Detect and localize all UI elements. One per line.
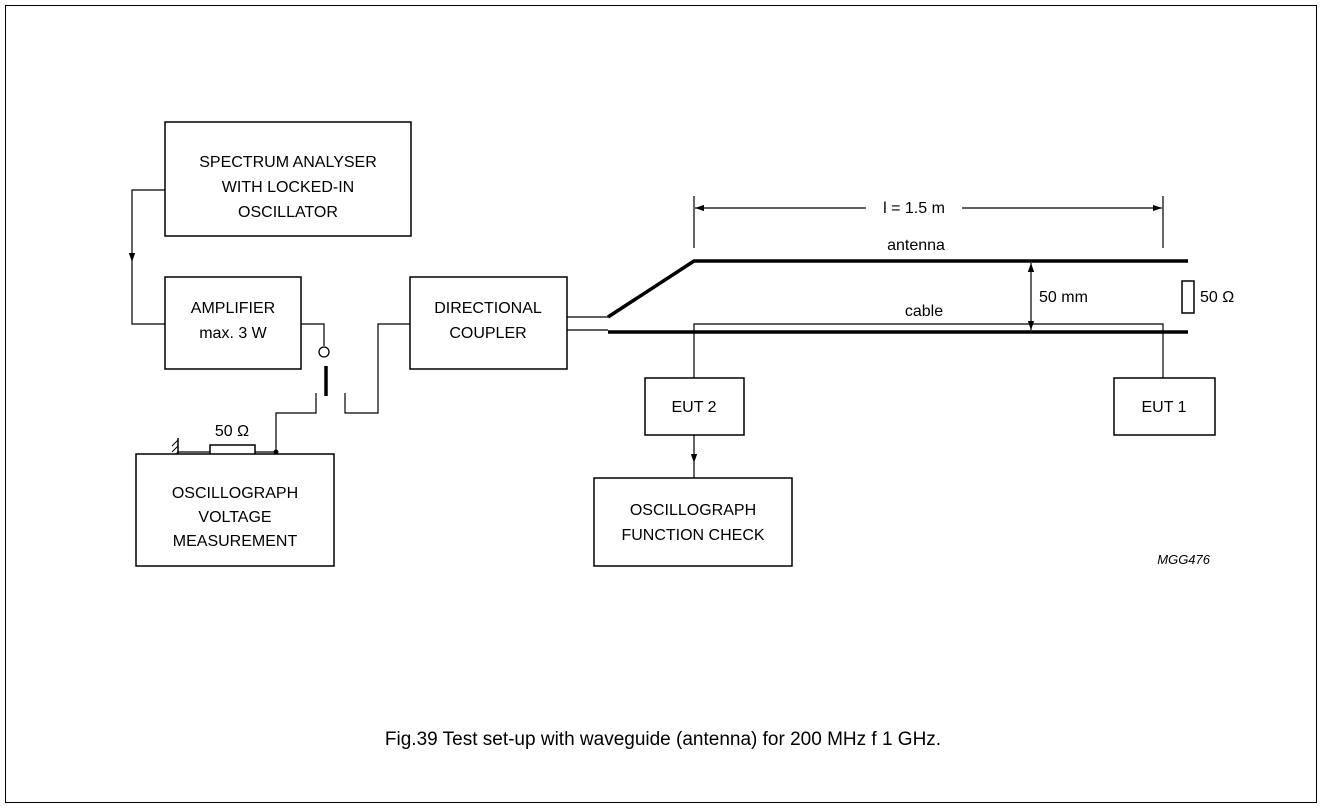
eut-2-box — [644, 377, 745, 436]
termination-label: 50 Ω — [1200, 289, 1234, 306]
amplifier-box — [164, 276, 302, 370]
figure-frame — [5, 5, 1317, 803]
spectrum-analyser-label-2: WITH LOCKED-IN — [222, 179, 354, 196]
amplifier-label-1: AMPLIFIER — [191, 300, 275, 317]
figure-caption: Fig.39 Test set-up with waveguide (anten… — [385, 729, 941, 750]
switch-to-scope-wire — [275, 393, 317, 454]
eut-1-label: EUT 1 — [1141, 399, 1186, 416]
length-label: l = 1.5 m — [883, 200, 945, 217]
antenna-label: antenna — [887, 237, 945, 254]
spectrum-analyser-box — [164, 121, 412, 237]
antenna-line — [607, 259, 1188, 319]
analyser-to-amplifier-wire — [131, 262, 165, 325]
switch-pivot — [318, 346, 330, 358]
spectrum-analyser-label-1: SPECTRUM ANALYSER — [199, 154, 377, 171]
amplifier-label-2: max. 3 W — [199, 325, 267, 342]
figure-code: MGG476 — [1157, 552, 1211, 567]
resistor-label: 50 Ω — [215, 423, 249, 440]
spectrum-analyser-label-3: OSCILLATOR — [238, 204, 338, 221]
coupler-label-1: DIRECTIONAL — [434, 300, 542, 317]
oscillograph-voltage-box — [135, 453, 335, 567]
switch-to-coupler-wire — [344, 323, 410, 414]
coupler-label-2: COUPLER — [449, 325, 526, 342]
osc-function-label-2: FUNCTION CHECK — [621, 527, 764, 544]
directional-coupler-box — [409, 276, 568, 370]
osc-voltage-label-2: VOLTAGE — [198, 509, 271, 526]
osc-function-label-1: OSCILLOGRAPH — [630, 502, 756, 519]
switch-input-wire — [301, 323, 325, 346]
termination-resistor — [1181, 280, 1195, 314]
cable-label: cable — [905, 303, 943, 320]
eut-2-label: EUT 2 — [671, 399, 716, 416]
gap-label: 50 mm — [1039, 289, 1088, 306]
eut-1-box — [1113, 377, 1216, 436]
cable-line — [693, 323, 1164, 378]
osc-voltage-label-3: MEASUREMENT — [173, 533, 298, 550]
oscillograph-function-box — [593, 477, 793, 567]
analyser-to-amplifier-arrow — [128, 189, 165, 262]
osc-voltage-label-1: OSCILLOGRAPH — [172, 485, 298, 502]
